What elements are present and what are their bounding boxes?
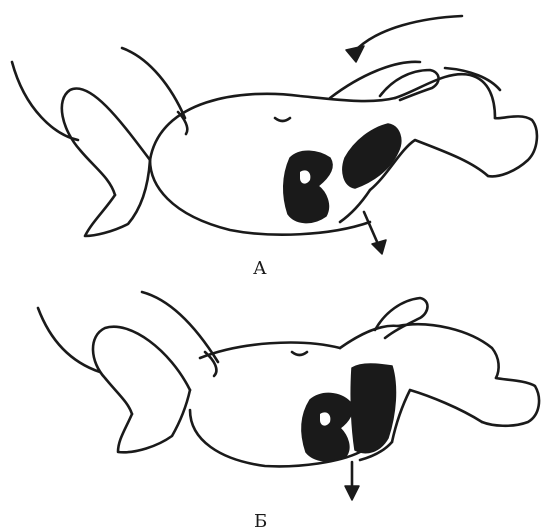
hand-icon <box>205 298 428 376</box>
downward-arrow-icon <box>345 462 359 500</box>
downward-arrow-icon <box>364 212 386 254</box>
hip-joint-icon <box>284 124 401 223</box>
figure-a-drawing <box>0 0 550 290</box>
infant-icon <box>38 292 539 466</box>
figure-b-drawing <box>0 290 550 529</box>
figure-label: А <box>253 258 267 279</box>
figure-a: А <box>0 0 550 290</box>
hip-joint-icon <box>302 364 396 461</box>
figure-b: Б <box>0 290 550 529</box>
infant-icon <box>12 48 537 236</box>
rotation-arrow-icon <box>346 16 462 62</box>
hand-icon <box>178 70 439 134</box>
